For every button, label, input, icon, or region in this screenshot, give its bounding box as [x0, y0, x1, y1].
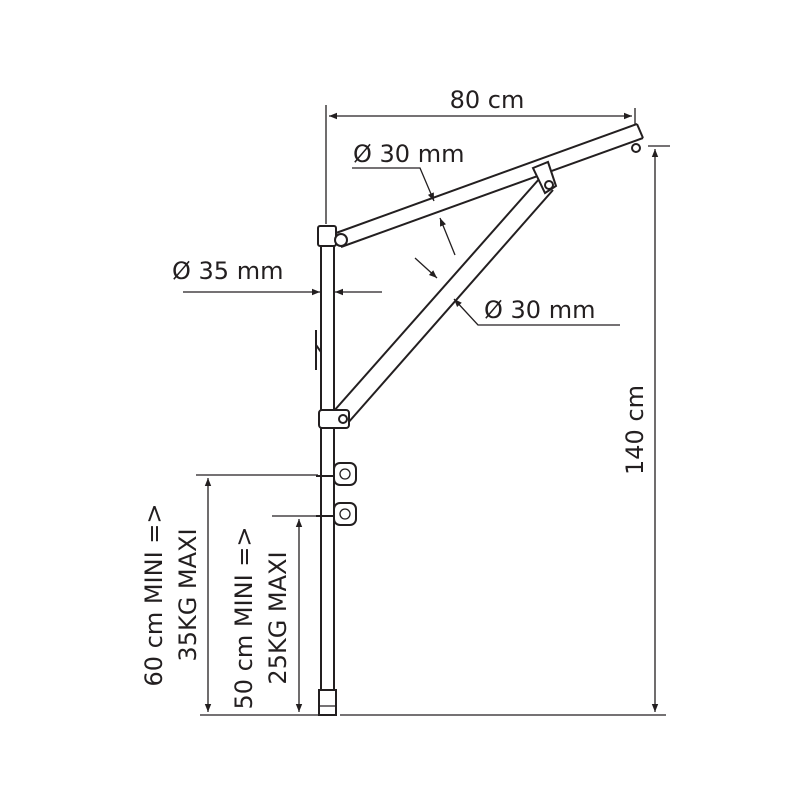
arm-diameter-label: Ø 30 mm — [353, 140, 464, 168]
clamp-lower-line1: 50 cm MINI => — [230, 526, 258, 709]
pole — [317, 225, 337, 716]
pole-diameter-label: Ø 35 mm — [172, 257, 283, 285]
dimension-arm-length: 80 cm — [325, 86, 636, 224]
clamp-lower — [316, 502, 357, 526]
dimension-arm-diameter: Ø 30 mm — [352, 140, 464, 256]
arm-length-label: 80 cm — [450, 86, 525, 114]
cleat — [315, 330, 322, 370]
clamp-upper — [316, 462, 357, 486]
dimension-total-height: 140 cm — [340, 145, 670, 716]
dimension-brace-diameter: Ø 30 mm — [414, 257, 620, 326]
pole-bottom-cap — [318, 689, 337, 716]
clamp-upper-line2: 35KG MAXI — [174, 528, 202, 661]
clamp-lower-line2: 25KG MAXI — [264, 551, 292, 684]
arm-end-hook — [631, 143, 641, 153]
brace — [318, 160, 558, 429]
brace-diameter-label: Ø 30 mm — [484, 296, 595, 324]
dimension-clamp-upper: 60 cm MINI => 35KG MAXI — [140, 474, 318, 712]
arm — [334, 123, 644, 248]
clamp-upper-line1: 60 cm MINI => — [140, 503, 168, 686]
total-height-label: 140 cm — [621, 385, 649, 475]
arm-pivot — [334, 233, 348, 247]
dimension-clamp-lower: 50 cm MINI => 25KG MAXI — [230, 515, 318, 712]
dimension-pole-diameter: Ø 35 mm — [172, 257, 382, 296]
pole-top-cap — [317, 225, 337, 247]
